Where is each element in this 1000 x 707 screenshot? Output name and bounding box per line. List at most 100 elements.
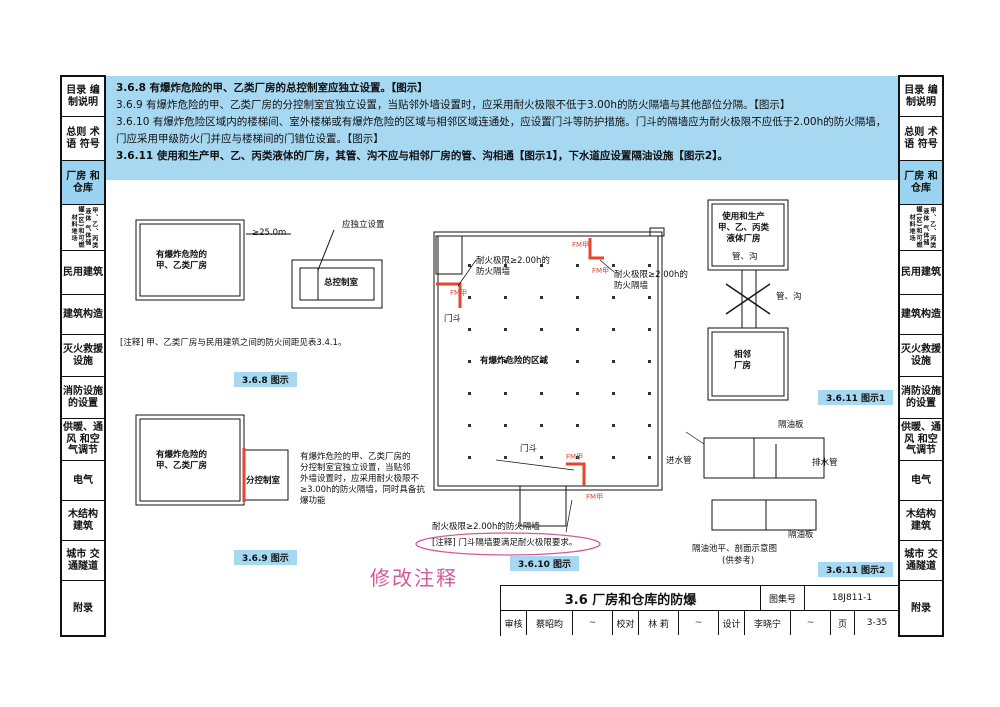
spec-3-6-11: 3.6.11 使用和生产甲、乙、丙类液体的厂房，其管、沟不应与相邻厂房的管、沟相… [116,150,728,162]
left-tab-label: 甲、乙、丙类液体 气体储罐(区)和可燃材料堆场 [70,206,98,249]
right-tab-label: 城市 交通隧道 [904,549,938,572]
left-tab-label: 厂房 和仓库 [66,171,100,194]
fig3611-oil-board2: 隔油板 [788,530,814,540]
fig3611-plant-label: 使用和生产 甲、乙、丙类 液体厂房 [718,212,770,244]
left-tab-2[interactable]: 厂房 和仓库 [62,161,104,205]
checker-name: 林 莉 [639,611,679,635]
fig3611-adjacent-label: 相邻 厂房 [734,350,752,371]
left-tab-label: 电气 [73,474,93,486]
fig368-plant-outline [135,219,245,301]
left-tab-label: 附录 [73,603,93,615]
left-tab-3[interactable]: 甲、乙、丙类液体 气体储罐(区)和可燃材料堆场 [62,205,104,251]
left-tab-8[interactable]: 供暖、通风 和空气调节 [62,419,104,461]
right-tab-2[interactable]: 厂房 和仓库 [900,161,942,205]
right-tab-label: 灭火救援 设施 [901,344,941,367]
right-tab-label: 供暖、通风 和空气调节 [901,422,941,457]
fig3611-pipe1: 管、沟 [732,252,758,262]
right-tab-8[interactable]: 供暖、通风 和空气调节 [900,419,942,461]
column-dot [504,424,507,427]
right-tab-9[interactable]: 电气 [900,461,942,501]
fig3610-caption: 3.6.10 图示 [510,556,580,571]
left-tab-5[interactable]: 建筑构造 [62,295,104,335]
fig3610-door2: 门斗 [520,444,538,454]
left-chapter-tabs: 目录 编制说明总则 术语 符号厂房 和仓库甲、乙、丙类液体 气体储罐(区)和可燃… [60,75,106,637]
column-dot [648,392,651,395]
spec-3-6-10: 3.6.10 有爆炸危险区域内的楼梯间、室外楼梯或有爆炸危险的区域与相邻区域连通… [116,116,887,145]
left-tab-12[interactable]: 附录 [62,581,104,637]
fig3611-oil-board1: 隔油板 [778,420,804,430]
spec-text-block: 3.6.8 有爆炸危险的甲、乙类厂房的总控制室应独立设置。【图示】 3.6.9 … [106,76,898,180]
right-tab-10[interactable]: 木结构 建筑 [900,501,942,541]
column-dot [468,296,471,299]
left-tab-10[interactable]: 木结构 建筑 [62,501,104,541]
right-tab-label: 甲、乙、丙类液体 气体储罐(区)和可燃材料堆场 [908,206,936,249]
fig3610-bottom-wall: 耐火极限≥2.00h的防火隔墙 [432,522,540,532]
fig369-room-label: 分控制室 [246,476,281,486]
fig368-distance: ≥25.0m [252,228,287,238]
title-block: 3.6 厂房和仓库的防爆 图集号 18J811-1 审核 蔡昭昀 ~ 校对 林 … [500,585,899,636]
left-tab-label: 木结构 建筑 [68,509,98,532]
note-highlight-ellipse [415,532,601,556]
spec-3-6-9: 3.6.9 有爆炸危险的甲、乙类厂房的分控制室宜独立设置，当贴邻外墙设置时，应采… [116,99,791,111]
column-dot [504,296,507,299]
left-tab-1[interactable]: 总则 术语 符号 [62,117,104,161]
column-dot [504,392,507,395]
column-dot [612,456,615,459]
right-tab-7[interactable]: 消防设施 的设置 [900,377,942,419]
column-dot [468,328,471,331]
right-tab-3[interactable]: 甲、乙、丙类液体 气体储罐(区)和可燃材料堆场 [900,205,942,251]
column-dot [540,392,543,395]
right-tab-12[interactable]: 附录 [900,581,942,637]
check-label: 校对 [613,611,639,635]
right-tab-1[interactable]: 总则 术语 符号 [900,117,942,161]
column-dot [648,328,651,331]
left-tab-label: 总则 术语 符号 [66,127,100,150]
fig3610-fm3: FM甲 [592,267,610,275]
right-tab-4[interactable]: 民用建筑 [900,251,942,295]
fig3610-fm4: FM甲 [566,453,584,461]
fig3610-firewall-3 [566,462,586,486]
left-tab-label: 民用建筑 [63,266,103,278]
revision-stamp: 修改注释 [370,566,458,590]
left-tab-6[interactable]: 灭火救援 设施 [62,335,104,377]
fig3611-caption2: 3.6.11 图示2 [818,562,894,577]
fig3611-pipe2: 管、沟 [776,292,802,302]
column-dot [612,424,615,427]
right-tab-11[interactable]: 城市 交通隧道 [900,541,942,581]
column-dot [612,360,615,363]
left-tab-4[interactable]: 民用建筑 [62,251,104,295]
right-tab-0[interactable]: 目录 编制说明 [900,77,942,117]
column-dot [540,328,543,331]
fig3611-ref: (供参考) [722,556,755,566]
left-tab-11[interactable]: 城市 交通隧道 [62,541,104,581]
fig368-note: [注释] 甲、乙类厂房与民用建筑之间的防火间距见表3.4.1。 [120,338,347,348]
fig3611-inlet: 进水管 [666,456,692,466]
column-dot [648,424,651,427]
left-tab-0[interactable]: 目录 编制说明 [62,77,104,117]
drawing-area: 有爆炸危险的 甲、乙类厂房 ≥25.0m 应独立设置 总控制室 [注释] 甲、乙… [106,180,898,635]
column-dot [504,360,507,363]
review-label: 审核 [501,611,527,635]
atlas-number: 18J811-1 [831,593,873,603]
left-tab-label: 消防设施 的设置 [63,386,103,409]
right-tab-6[interactable]: 灭火救援 设施 [900,335,942,377]
column-dot [540,424,543,427]
reviewer-name: 蔡昭昀 [527,611,573,635]
fig368-caption: 3.6.8 图示 [234,372,297,387]
left-tab-9[interactable]: 电气 [62,461,104,501]
column-dot [504,264,507,267]
column-dot [468,360,471,363]
fig3610-note: [注释] 门斗隔墙要满足耐火极限要求。 [432,538,578,548]
fig3611-caption1: 3.6.11 图示1 [818,390,894,405]
column-dot [576,296,579,299]
column-dot [576,360,579,363]
column-dot [648,456,651,459]
column-dot [504,328,507,331]
fig3610-firewall-2 [588,238,604,260]
right-tab-5[interactable]: 建筑构造 [900,295,942,335]
column-dot [612,328,615,331]
left-tab-label: 供暖、通风 和空气调节 [63,422,103,457]
design-label: 设计 [719,611,745,635]
left-tab-7[interactable]: 消防设施 的设置 [62,377,104,419]
fig368-setup-note: 应独立设置 [342,220,385,230]
